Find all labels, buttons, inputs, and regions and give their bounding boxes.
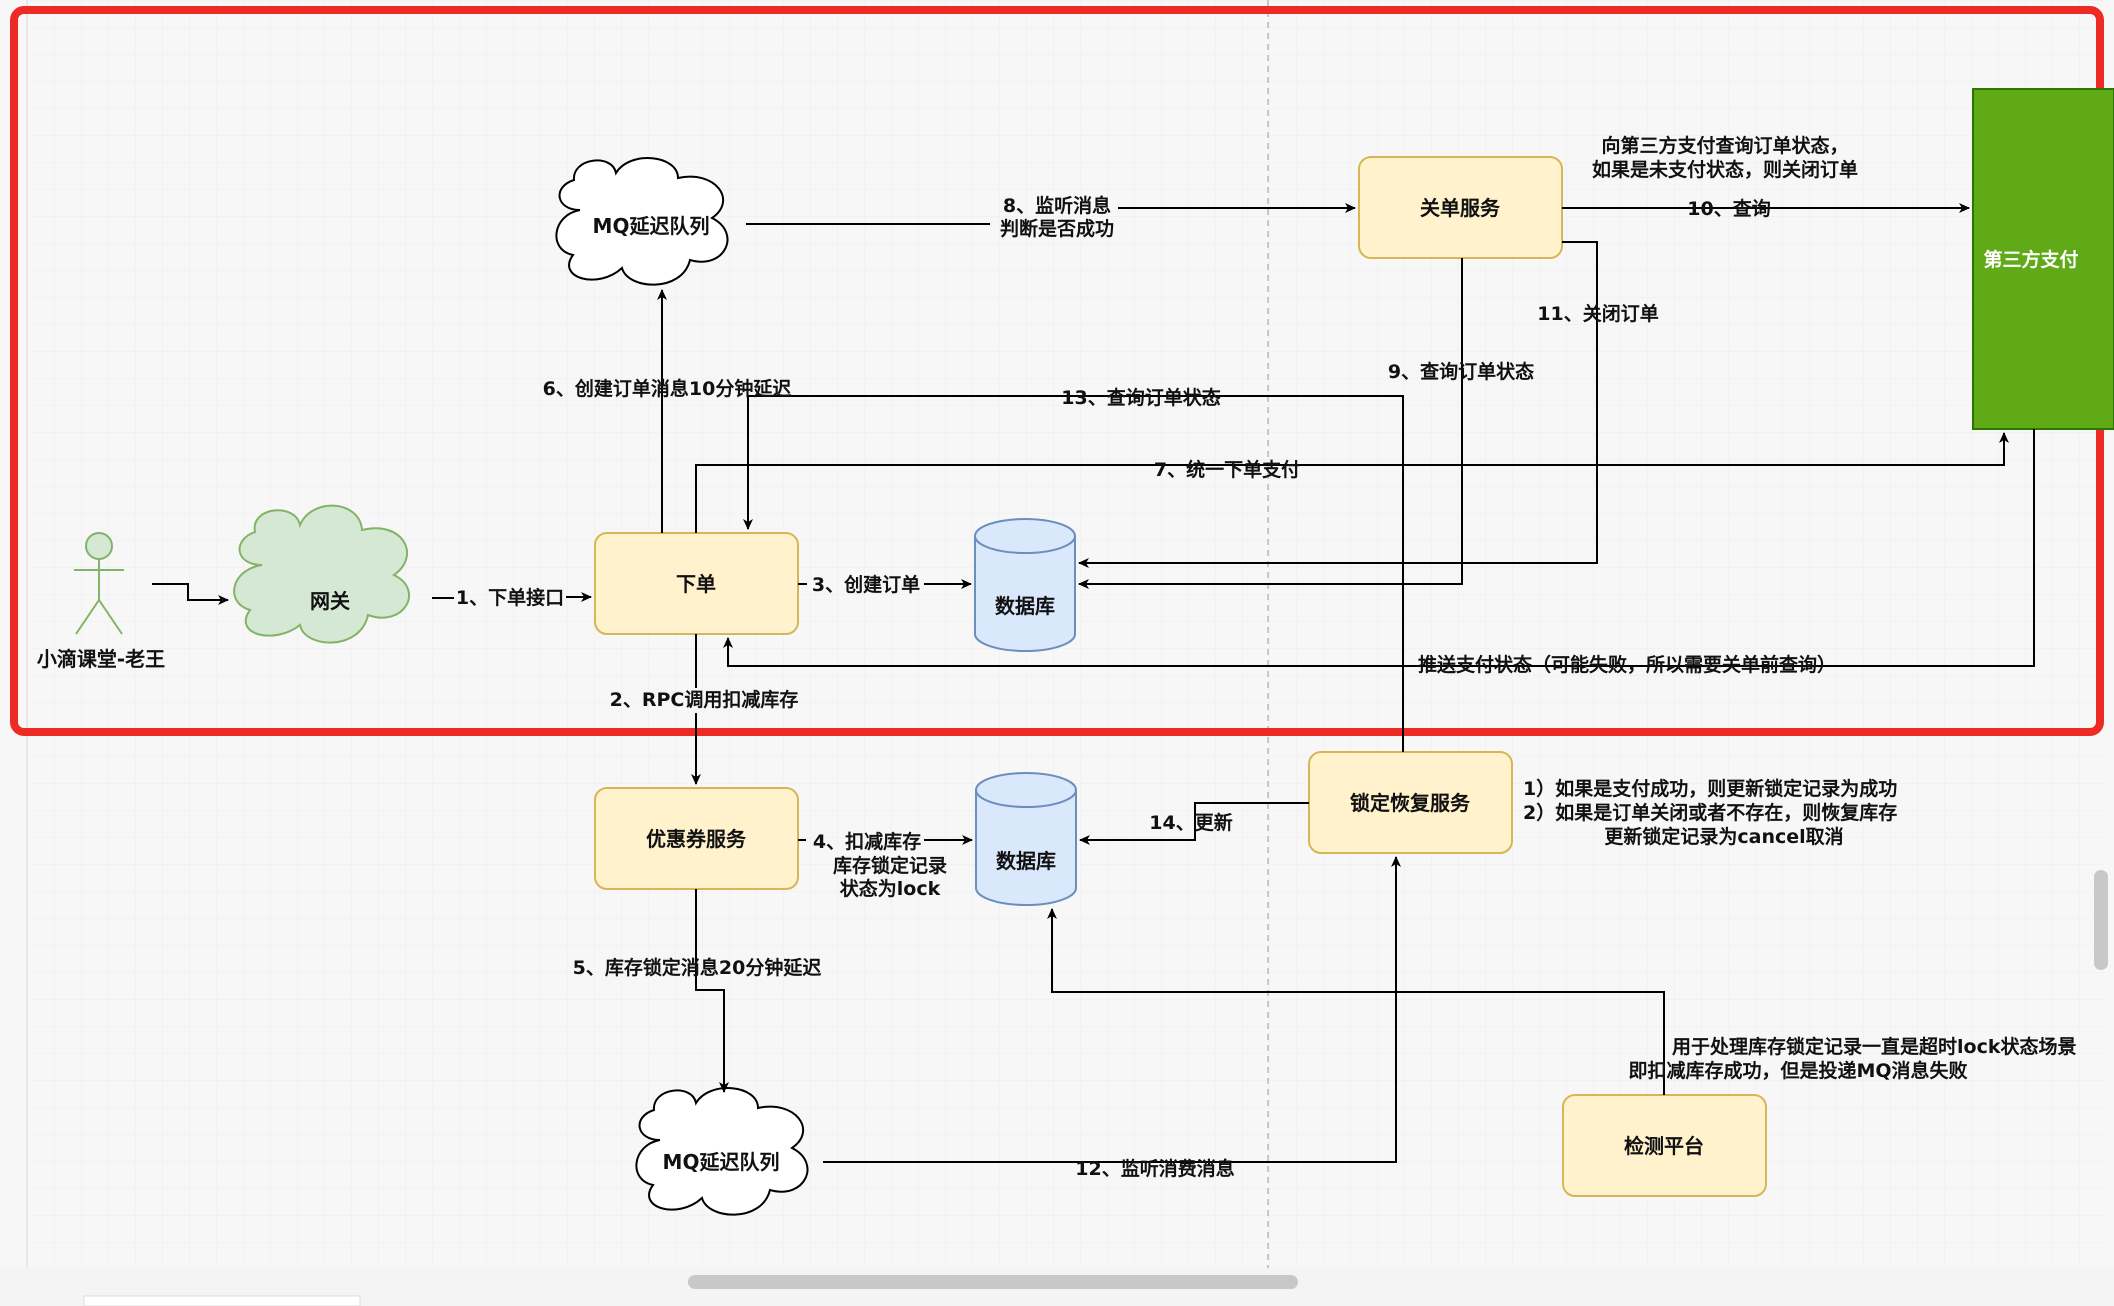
edge-push-thirdparty-order[interactable] <box>723 429 2035 667</box>
monitor-note-line2: 即扣减库存成功，但是投递MQ消息失败 <box>1628 1059 1967 1082</box>
edge-3-label: 3、创建订单 <box>812 573 920 596</box>
lock-note-line2: 2）如果是订单关闭或者不存在，则恢复库存 <box>1523 801 1897 824</box>
edge-5-label: 5、库存锁定消息20分钟延迟 <box>573 956 822 979</box>
edge-7-label: 7、统一下单支付 <box>1154 458 1300 481</box>
gateway-cloud[interactable] <box>233 504 410 644</box>
monitor-platform-label: 检测平台 <box>1624 1134 1704 1158</box>
edge-13-lock-order[interactable] <box>743 395 1404 752</box>
edge-11-label: 11、关闭订单 <box>1537 302 1658 325</box>
edge-6-label: 6、创建订单消息10分钟延迟 <box>543 377 792 400</box>
edge-14-lock-db[interactable] <box>1079 802 1309 845</box>
mq-bottom-cloud[interactable] <box>635 1087 809 1216</box>
mq-bottom-label: MQ延迟队列 <box>663 1150 780 1174</box>
db-bottom-cylinder[interactable] <box>975 772 1077 906</box>
actor-label: 小滴课堂-老王 <box>37 647 165 671</box>
lock-restore-service-label: 锁定恢复服务 <box>1350 791 1471 815</box>
edge-push-label: 推送支付状态（可能失败，所以需要关单前查询） <box>1418 653 1836 676</box>
close-service-label: 关单服务 <box>1420 196 1501 220</box>
close-note-line2: 如果是未支付状态，则关闭订单 <box>1592 158 1858 181</box>
edge-4-label-line3: 状态为lock <box>840 877 941 900</box>
edge-14-label: 14、更新 <box>1149 811 1232 834</box>
edge-5-coupon-mq[interactable] <box>695 889 729 1093</box>
edge-11-close-db[interactable] <box>1078 241 1598 568</box>
edge-7-order-thirdparty[interactable] <box>695 432 2009 533</box>
order-label: 下单 <box>676 572 716 596</box>
edge-12-mq-lock[interactable] <box>823 856 1401 1163</box>
vertical-scrollbar-thumb[interactable] <box>2094 870 2108 970</box>
horizontal-scrollbar-thumb[interactable] <box>688 1275 1298 1289</box>
gateway-label: 网关 <box>310 589 350 613</box>
db-bottom-label: 数据库 <box>996 849 1056 873</box>
edge-9-close-db[interactable] <box>1078 258 1463 589</box>
edge-actor-gateway[interactable] <box>152 583 229 605</box>
lock-note-line3: 更新锁定记录为cancel取消 <box>1604 825 1843 848</box>
third-party-payment-label: 第三方支付 <box>1983 248 2078 271</box>
close-note-line1: 向第三方支付查询订单状态， <box>1601 134 1848 157</box>
db-top-label: 数据库 <box>995 594 1055 618</box>
edge-4-label-line2: 库存锁定记录 <box>833 854 947 877</box>
page-tab-strip[interactable] <box>83 1295 361 1306</box>
edge-9-label: 9、查询订单状态 <box>1388 360 1534 383</box>
edge-8-label-line1: 8、监听消息 <box>1003 194 1111 217</box>
monitor-note-line1: 用于处理库存锁定记录一直是超时lock状态场景 <box>1672 1035 2076 1058</box>
edge-monitor-db[interactable] <box>1047 908 1665 1095</box>
mq-top-label: MQ延迟队列 <box>593 214 710 238</box>
edge-12-label: 12、监听消费消息 <box>1075 1157 1234 1180</box>
edge-8-label-line2: 判断是否成功 <box>1000 217 1114 240</box>
edge-4-label-line1: 4、扣减库存 <box>813 830 921 853</box>
mq-top-cloud[interactable] <box>555 157 729 286</box>
edge-13-label: 13、查询订单状态 <box>1061 386 1220 409</box>
third-party-payment-box[interactable] <box>1972 88 2114 430</box>
edge-2-label: 2、RPC调用扣减库存 <box>610 688 799 711</box>
lock-note-line1: 1）如果是支付成功，则更新锁定记录为成功 <box>1523 777 1897 800</box>
coupon-service-label: 优惠券服务 <box>646 827 747 851</box>
edge-1-label: 1、下单接口 <box>456 586 564 609</box>
actor-stick-figure[interactable] <box>74 532 124 635</box>
edge-10-label: 10、查询 <box>1687 197 1770 220</box>
db-top-cylinder[interactable] <box>974 518 1076 652</box>
